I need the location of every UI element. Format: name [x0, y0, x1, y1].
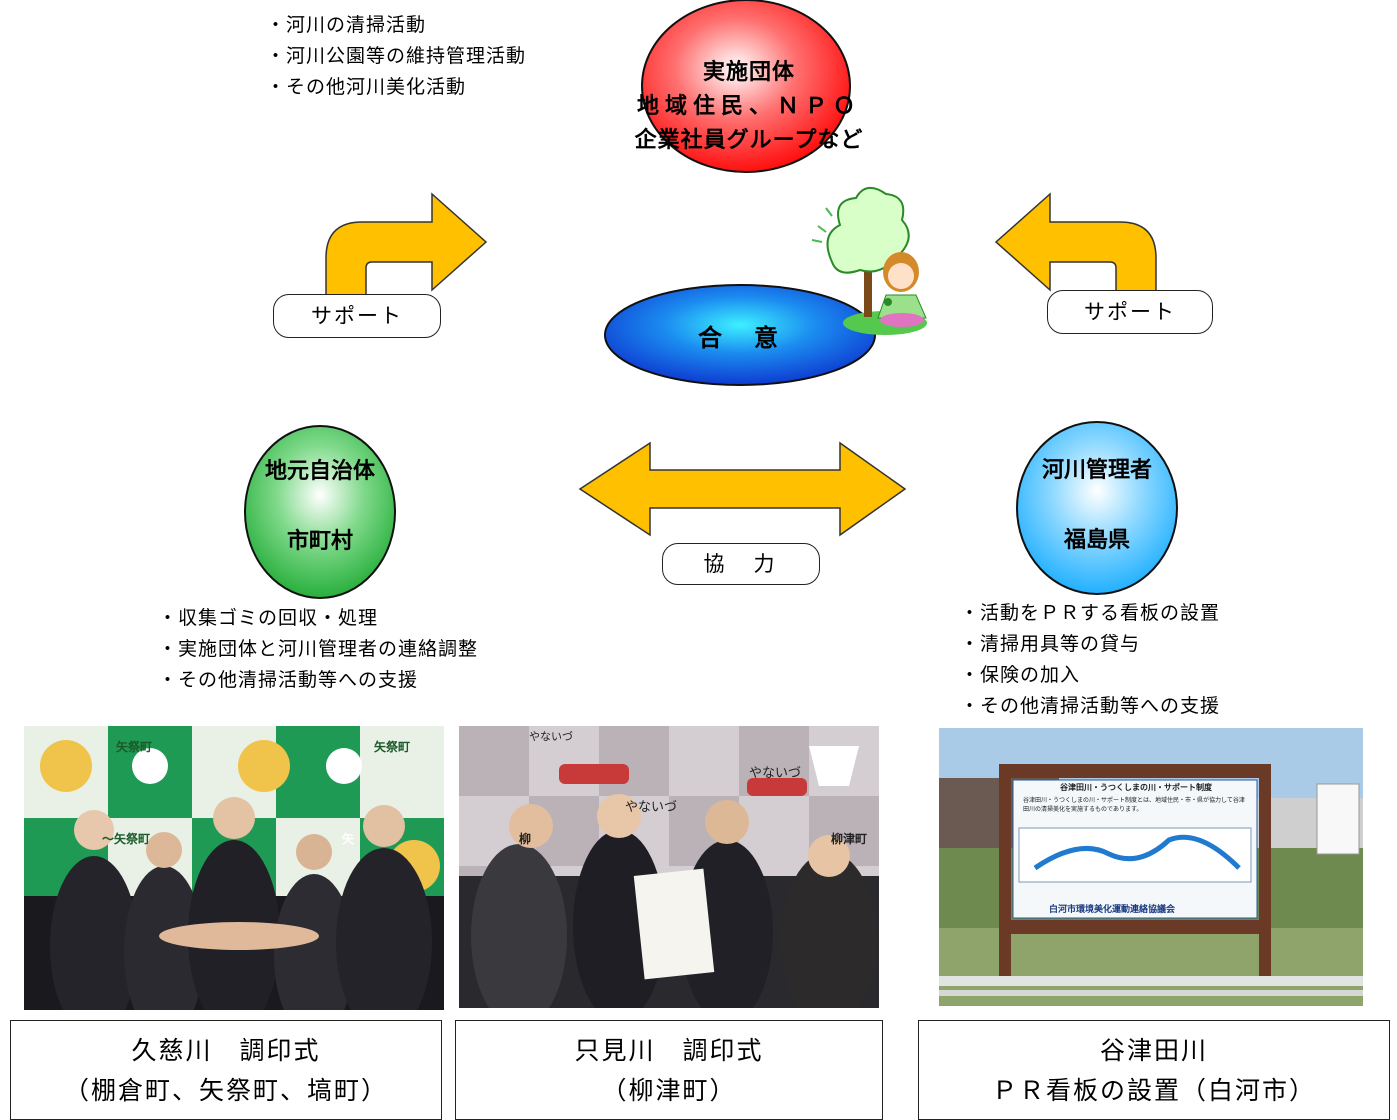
support-item: ・清掃用具等の貸与 [960, 633, 1141, 655]
implementing-body-circle [641, 0, 851, 173]
caption-title: 谷津田川 [1099, 1036, 1208, 1065]
implementing-body-label: 実施団体 地域住民、ＮＰＯ 企業社員グループなど [604, 56, 894, 158]
photo-sign-text: やないづ [625, 800, 678, 815]
photo-sign-text: 柳津町 [831, 832, 868, 846]
support-label-right: サポート [1047, 290, 1213, 334]
support-item: ・収集ゴミの回収・処理 [158, 607, 379, 629]
photo-sign-text: 矢祭町 [116, 740, 153, 754]
river-admin-circle [1016, 421, 1178, 595]
photo-sign-text: 柳 [519, 832, 532, 846]
signboard-footer: 白河市環境美化運動連絡協議会 [1049, 905, 1176, 915]
caption-yatsuta: 谷津田川 ＰＲ看板の設置（白河市） [918, 1020, 1390, 1120]
river-admin-org: 福島県 [1063, 528, 1130, 553]
support-item: ・保険の加入 [960, 664, 1081, 686]
support-item: ・その他清掃活動等への支援 [960, 695, 1221, 717]
river-admin-support-list: ・活動をＰＲする看板の設置 ・清掃用具等の貸与 ・保険の加入 ・その他清掃活動等… [960, 598, 1220, 722]
cooperation-arrow [578, 441, 907, 537]
municipality-label: 地元自治体 市町村 [250, 452, 390, 562]
implementing-body-title: 実施団体 [702, 60, 795, 85]
photo-sign-text: やないづ [749, 766, 802, 781]
photo-sign-text: 矢祭町 [374, 740, 411, 754]
photo-yatsuta-scene [939, 728, 1363, 1006]
photo-kuji-signing: 矢祭町 矢祭町 ～矢祭町 矢 [24, 726, 444, 1010]
municipality-title: 地元自治体 [264, 459, 375, 484]
caption-tadami: 只見川 調印式 （柳津町） [455, 1020, 883, 1120]
photo-sign-text: 矢 [342, 832, 355, 846]
municipality-type: 市町村 [286, 529, 353, 554]
signboard-title: 谷津田川・うつくしまの川・サポート制度 [1060, 783, 1212, 792]
photo-yatsuta-signboard: 谷津田川・うつくしまの川・サポート制度 谷津田川・うつくしまの川・サポート制度と… [939, 728, 1363, 1006]
river-admin-title: 河川管理者 [1041, 458, 1152, 483]
support-arrow-left [325, 192, 488, 301]
support-arrow-right [994, 192, 1157, 301]
support-item: ・実施団体と河川管理者の連絡調整 [158, 638, 479, 660]
caption-subtitle: （棚倉町、矢祭町、塙町） [63, 1076, 388, 1105]
caption-title: 久慈川 調印式 [131, 1036, 321, 1065]
activity-item: ・河川公園等の維持管理活動 [266, 45, 527, 67]
activity-item: ・河川の清掃活動 [266, 14, 427, 36]
caption-kuji: 久慈川 調印式 （棚倉町、矢祭町、塙町） [10, 1020, 442, 1120]
agreement-label: 合 意 [698, 324, 782, 352]
caption-subtitle: （柳津町） [601, 1076, 737, 1105]
photo-kuji-scene [24, 726, 444, 1010]
mascot-illustration [811, 187, 927, 335]
photo-tadami-signing: やないづ やないづ やないづ 柳津町 柳 [459, 726, 879, 1008]
photo-sign-text: やないづ [529, 730, 573, 743]
implementing-body-groups: 企業社員グループなど [634, 128, 864, 153]
river-admin-label: 河川管理者 福島県 [1027, 451, 1167, 561]
agreement-ellipse [604, 284, 876, 386]
support-item: ・その他清掃活動等への支援 [158, 669, 419, 691]
activity-item: ・その他河川美化活動 [266, 76, 467, 98]
diagram-shapes [244, 0, 1178, 599]
photo-tadami-scene [459, 726, 879, 1008]
caption-title: 只見川 調印式 [574, 1036, 764, 1065]
support-item: ・活動をＰＲする看板の設置 [960, 602, 1221, 624]
photo-sign-text: ～矢祭町 [102, 832, 151, 846]
support-label-left: サポート [273, 294, 441, 338]
municipality-support-list: ・収集ゴミの回収・処理 ・実施団体と河川管理者の連絡調整 ・その他清掃活動等への… [158, 603, 478, 696]
municipality-circle [244, 425, 396, 599]
signboard-body: 谷津田川・うつくしまの川・サポート制度とは、地域住民・市・県が協力して谷津田川の… [1023, 797, 1245, 813]
cooperation-label: 協 力 [662, 543, 820, 585]
caption-subtitle: ＰＲ看板の設置（白河市） [991, 1076, 1316, 1105]
implementing-body-members: 地域住民、ＮＰＯ [636, 94, 861, 119]
activities-list: ・河川の清掃活動 ・河川公園等の維持管理活動 ・その他河川美化活動 [266, 10, 526, 103]
